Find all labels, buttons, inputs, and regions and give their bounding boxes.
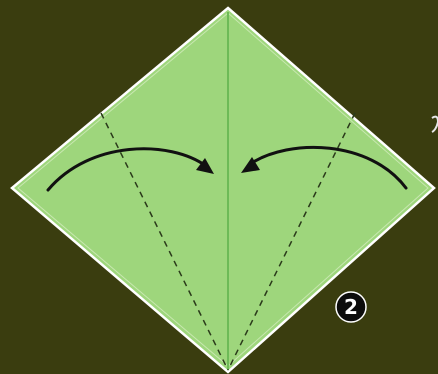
step-badge-icon: 2 bbox=[336, 292, 366, 322]
edge-mark-icon bbox=[432, 117, 438, 132]
paper-diamond bbox=[12, 8, 434, 372]
step-number: 2 bbox=[344, 295, 358, 319]
